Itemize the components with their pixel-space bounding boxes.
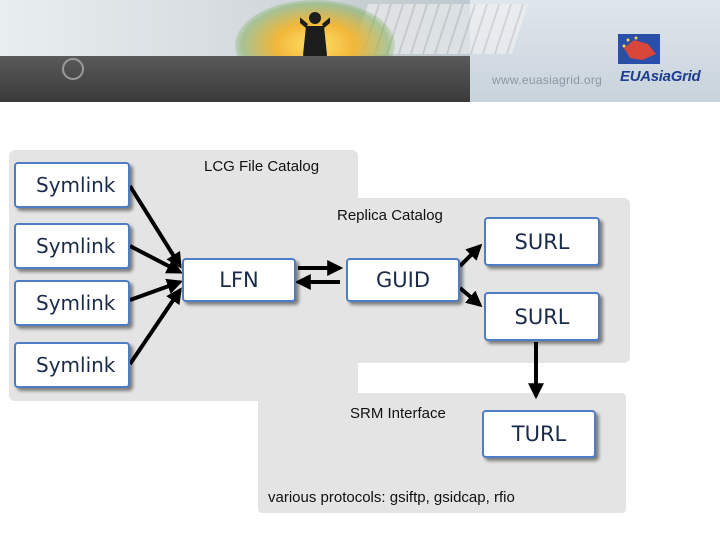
lcg-file-catalog-label: LCG File Catalog [204,158,320,175]
protocols-label: various protocols: gsiftp, gsidcap, rfio [268,489,515,506]
turl-box: TURL [482,410,596,458]
symlink-label: Symlink [36,234,116,258]
replica-catalog-label: Replica Catalog [337,207,443,224]
symlink-label: Symlink [36,173,116,197]
srm-interface-label: SRM Interface [350,405,446,422]
arrow-guid-surl2 [458,286,483,308]
lfn-label: LFN [219,268,259,292]
arrow-symlink2-lfn [129,244,183,274]
surl-label: SURL [514,229,570,254]
symlink-label: Symlink [36,291,116,315]
surl-box: SURL [484,217,600,266]
symlink-box: Symlink [14,342,130,388]
symlink-box: Symlink [14,162,130,208]
symlink-box: Symlink [14,280,130,326]
arrow-guid-surl1 [458,243,483,268]
symlink-box: Symlink [14,223,130,269]
euasiagrid-logo: EUAsiaGrid [620,68,701,85]
arrow-symlink1-lfn [128,184,182,269]
header-banner: www.euasiagrid.org EUAsiaGrid [0,0,720,102]
guid-box: GUID [346,258,460,302]
surl-label: SURL [514,304,570,329]
turl-label: TURL [511,422,567,446]
at-sign-icon [62,58,84,80]
eu-asia-flag-icon [618,34,660,64]
arrow-symlink4-lfn [128,287,182,366]
arrow-symlink3-lfn [129,278,184,302]
symlink-label: Symlink [36,353,116,377]
surl-box: SURL [484,292,600,341]
website-url: www.euasiagrid.org [492,73,603,87]
guid-label: GUID [375,268,430,292]
lfn-box: LFN [182,258,296,302]
